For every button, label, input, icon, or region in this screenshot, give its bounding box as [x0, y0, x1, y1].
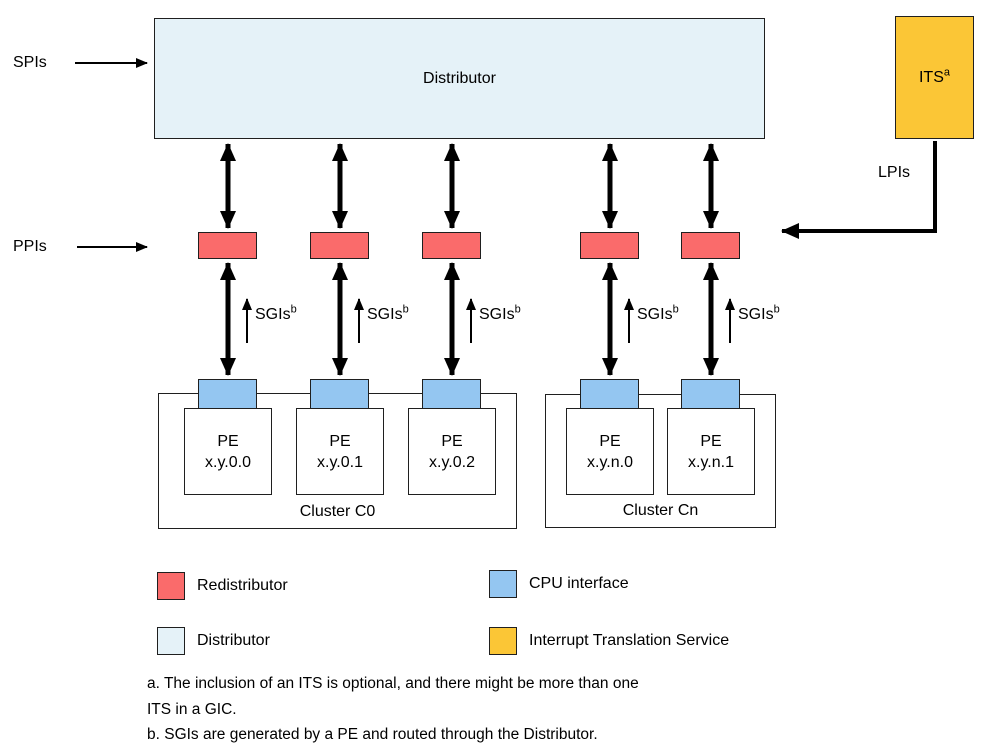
lpis-label: LPIs	[878, 164, 911, 181]
redistributor-box-3	[422, 232, 481, 259]
spis-label: SPIs	[13, 54, 47, 71]
lpis-arrow	[781, 141, 937, 239]
footnotes: a. The inclusion of an ITS is optional, …	[147, 671, 639, 748]
sgis-label-2: SGIsb	[367, 303, 409, 323]
cpu-interface-box-2	[310, 379, 369, 409]
legend-its: Interrupt Translation Service	[489, 627, 729, 655]
ppis-label: PPIs	[13, 238, 47, 255]
redistributor-box-5	[681, 232, 740, 259]
cpu-interface-swatch	[489, 570, 517, 598]
cluster-cn-label: Cluster Cn	[622, 502, 699, 519]
its-swatch	[489, 627, 517, 655]
redistributor-box-2	[310, 232, 369, 259]
its-box: ITSa	[895, 16, 974, 139]
redistributor-box-4	[580, 232, 639, 259]
legend-cpu-interface-label: CPU interface	[529, 575, 629, 592]
footnote-a-line1: a. The inclusion of an ITS is optional, …	[147, 675, 639, 692]
legend-distributor-label: Distributor	[197, 632, 270, 649]
legend-redistributor: Redistributor	[157, 572, 288, 600]
sgis-label-5: SGIsb	[738, 303, 780, 323]
sgis-label-4: SGIsb	[637, 303, 679, 323]
cpu-interface-box-5	[681, 379, 740, 409]
legend-its-label: Interrupt Translation Service	[529, 632, 730, 649]
its-label: ITSa	[918, 66, 950, 86]
redistributor-box-1	[198, 232, 257, 259]
legend-distributor: Distributor	[157, 627, 270, 655]
distributor-label: Distributor	[423, 69, 496, 87]
cpu-interface-box-4	[580, 379, 639, 409]
distributor-swatch	[157, 627, 185, 655]
sgis-label-3: SGIsb	[479, 303, 521, 323]
cluster-c0-label: Cluster C0	[299, 503, 376, 520]
footnote-b: b. SGIs are generated by a PE and routed…	[147, 726, 598, 743]
redistributor-swatch	[157, 572, 185, 600]
sgis-label-1: SGIsb	[255, 303, 297, 323]
cpu-interface-box-1	[198, 379, 257, 409]
cpu-interface-box-3	[422, 379, 481, 409]
distributor-box: Distributor	[154, 18, 765, 139]
legend-redistributor-label: Redistributor	[197, 577, 288, 594]
legend-cpu-interface: CPU interface	[489, 570, 629, 598]
footnote-a-line2: ITS in a GIC.	[147, 700, 237, 718]
